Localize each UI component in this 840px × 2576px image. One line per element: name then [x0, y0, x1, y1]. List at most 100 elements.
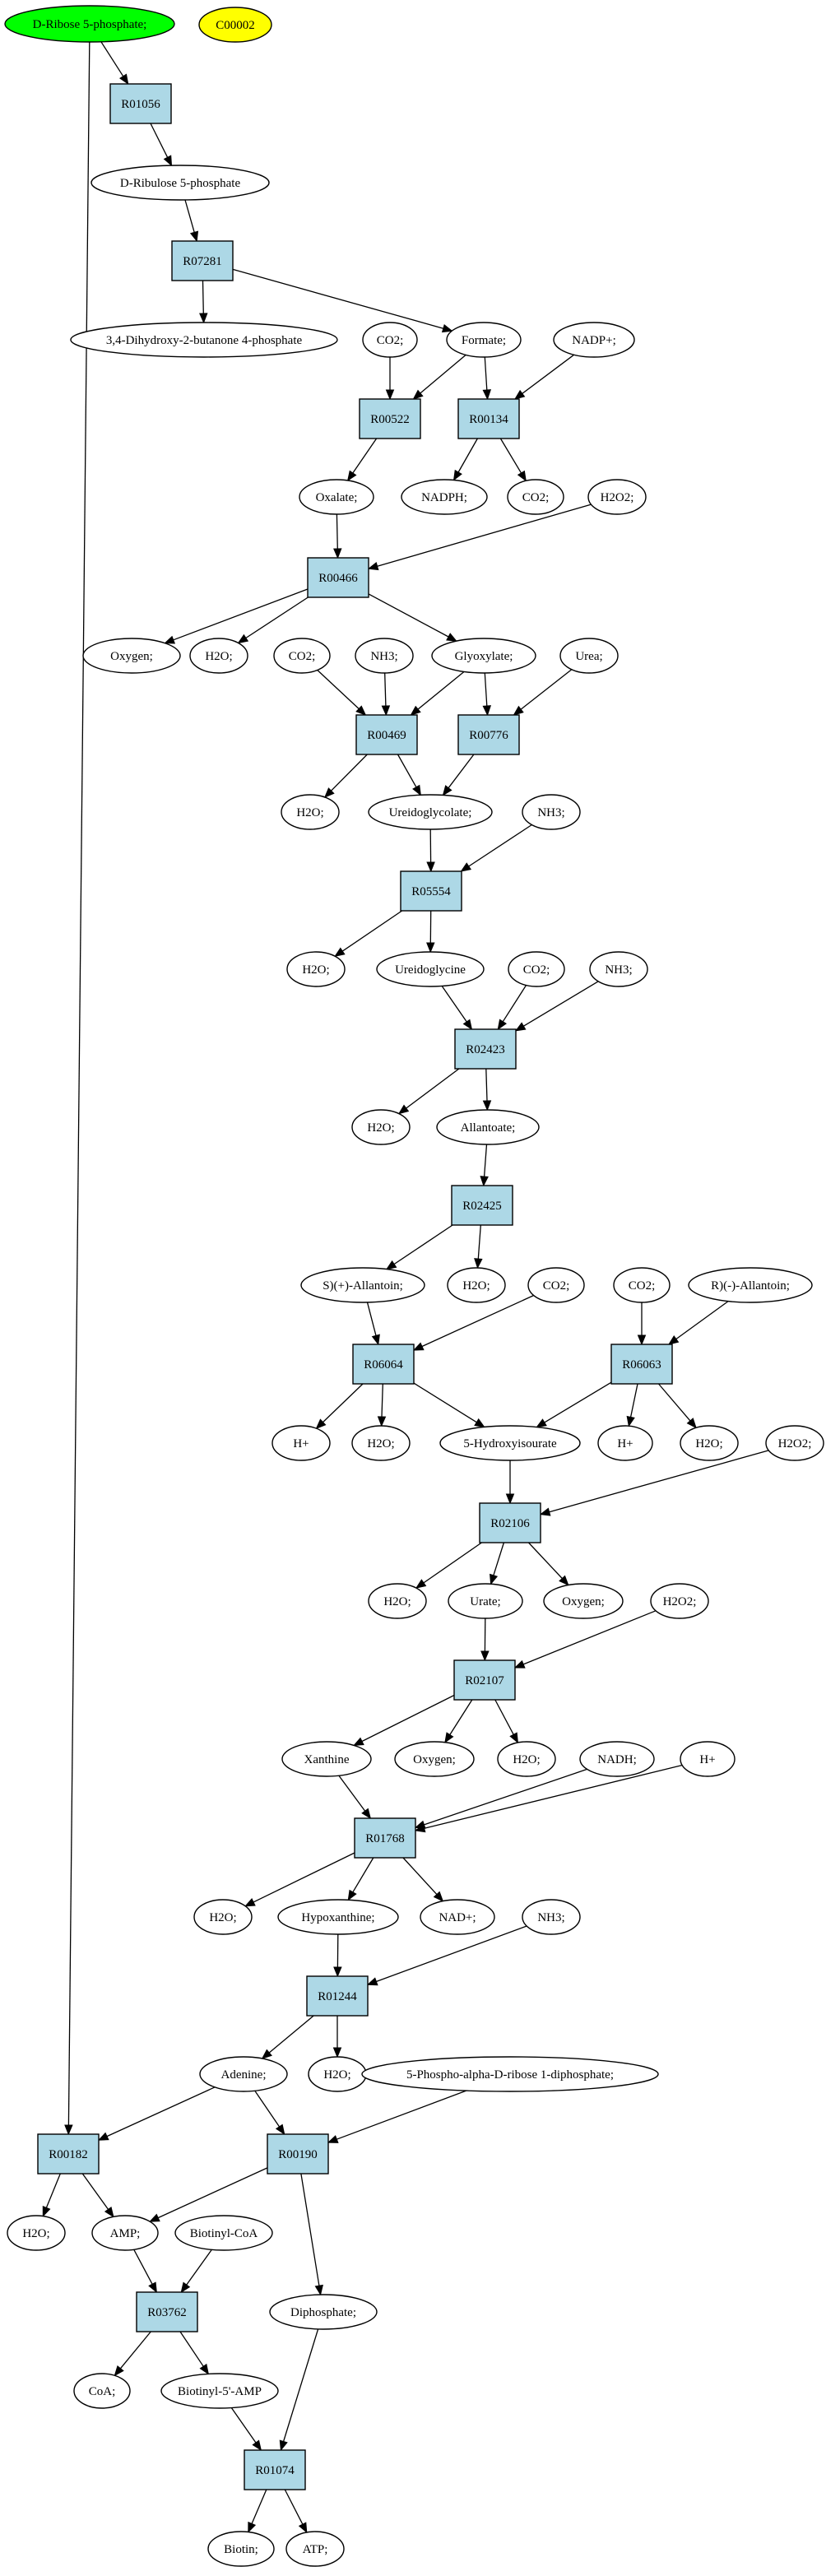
compound-node-n8[interactable]: Oxalate;	[299, 479, 374, 515]
reaction-node-r3[interactable]: R00522	[359, 398, 421, 439]
compound-node-n3[interactable]: D-Ribulose 5-phosphate	[90, 165, 270, 201]
reaction-node-r13[interactable]: R02106	[479, 1502, 541, 1543]
compound-node-s1[interactable]: D-Ribose 5-phosphate;	[4, 5, 175, 43]
compound-node-n26[interactable]: Allantoate;	[436, 1109, 540, 1145]
compound-node-n24[interactable]: NH3;	[589, 951, 648, 987]
edge-line	[413, 1382, 477, 1423]
compound-node-n14[interactable]: CO2;	[273, 638, 331, 674]
compound-node-n48[interactable]: Hypoxanthine;	[277, 1899, 399, 1935]
reaction-node-r6[interactable]: R00469	[355, 714, 418, 755]
compound-node-n59[interactable]: Biotinyl-5'-AMP	[160, 2373, 279, 2409]
node-label: NH3;	[537, 1911, 564, 1924]
arrowhead-icon	[148, 2281, 157, 2294]
compound-node-n19[interactable]: Ureidoglycolate;	[368, 794, 493, 830]
compound-node-n18[interactable]: H2O;	[281, 794, 340, 830]
edge-line	[352, 1857, 374, 1893]
reaction-node-r10[interactable]: R02425	[451, 1185, 513, 1226]
compound-node-n28[interactable]: H2O;	[447, 1267, 506, 1303]
compound-node-n7[interactable]: NADP+;	[553, 322, 635, 358]
compound-node-n38[interactable]: H2O;	[368, 1583, 427, 1619]
compound-node-n52[interactable]: H2O;	[308, 2056, 367, 2092]
compound-node-n23[interactable]: CO2;	[508, 951, 565, 987]
compound-node-n42[interactable]: Xanthine	[281, 1741, 372, 1777]
compound-node-n27[interactable]: S)(+)-Allantoin;	[300, 1267, 425, 1303]
reaction-node-r5[interactable]: R00466	[307, 557, 369, 598]
compound-ellipse	[579, 1741, 655, 1777]
compound-node-n54[interactable]: H2O;	[7, 2215, 66, 2251]
compound-node-n44[interactable]: H2O;	[497, 1741, 556, 1777]
compound-node-n41[interactable]: H2O2;	[650, 1583, 709, 1619]
compound-node-n32[interactable]: H+	[271, 1425, 331, 1461]
compound-node-n30[interactable]: CO2;	[613, 1267, 671, 1303]
compound-node-n4[interactable]: 3,4-Dihydroxy-2-butanone 4-phosphate	[70, 322, 338, 358]
compound-ellipse	[376, 951, 485, 987]
compound-node-c2[interactable]: C00002	[198, 7, 272, 43]
compound-node-n37[interactable]: H2O2;	[765, 1425, 824, 1461]
node-label: Oxalate;	[316, 491, 358, 504]
reaction-node-r9[interactable]: R02423	[454, 1028, 517, 1070]
compound-node-n39[interactable]: Urate;	[448, 1583, 523, 1619]
compound-node-n36[interactable]: H2O;	[680, 1425, 739, 1461]
reaction-node-r11[interactable]: R06064	[352, 1344, 415, 1385]
compound-node-n20[interactable]: NH3;	[522, 794, 581, 830]
compound-node-n12[interactable]: Oxygen;	[82, 638, 181, 674]
compound-node-n15[interactable]: NH3;	[355, 638, 414, 674]
edge-n30-to-r12	[637, 1302, 647, 1346]
compound-node-n56[interactable]: Biotinyl-CoA	[174, 2215, 273, 2251]
reaction-box	[457, 714, 520, 755]
compound-ellipse	[436, 1109, 540, 1145]
reaction-node-r7[interactable]: R00776	[457, 714, 520, 755]
compound-node-n5[interactable]: CO2;	[362, 322, 418, 358]
compound-ellipse	[587, 479, 647, 515]
reaction-node-r15[interactable]: R01768	[354, 1817, 416, 1859]
compound-node-n61[interactable]: ATP;	[285, 2531, 345, 2567]
compound-ellipse	[613, 1267, 671, 1303]
compound-node-n17[interactable]: Urea;	[559, 638, 619, 674]
reaction-box	[136, 2291, 198, 2332]
edge-line	[338, 1775, 366, 1812]
reaction-node-r14[interactable]: R02107	[453, 1659, 516, 1701]
compound-node-n33[interactable]: H2O;	[351, 1425, 411, 1461]
compound-node-n40[interactable]: Oxygen;	[543, 1583, 624, 1619]
reaction-node-r2[interactable]: R07281	[171, 240, 234, 281]
compound-node-n57[interactable]: Diphosphate;	[269, 2294, 378, 2330]
reaction-node-r19[interactable]: R03762	[136, 2291, 198, 2332]
compound-node-n53[interactable]: 5-Phospho-alpha-D-ribose 1-diphosphate;	[361, 2056, 659, 2092]
compound-node-n21[interactable]: H2O;	[286, 951, 346, 987]
reaction-node-r8[interactable]: R05554	[400, 870, 462, 912]
edge-n57-to-r20	[279, 2328, 319, 2452]
compound-node-n16[interactable]: Glyoxylate;	[431, 638, 536, 674]
compound-node-n47[interactable]: H2O;	[193, 1899, 253, 1935]
reaction-box	[457, 398, 520, 439]
compound-node-n11[interactable]: H2O2;	[587, 479, 647, 515]
compound-node-n55[interactable]: AMP;	[91, 2215, 159, 2251]
compound-node-n9[interactable]: NADPH;	[401, 479, 488, 515]
compound-node-n49[interactable]: NAD+;	[420, 1899, 495, 1935]
reaction-node-r18[interactable]: R00190	[267, 2133, 329, 2175]
node-label: H2O;	[296, 806, 323, 819]
reaction-node-r20[interactable]: R01074	[244, 2449, 306, 2490]
compound-node-n45[interactable]: NADH;	[579, 1741, 655, 1777]
compound-node-n22[interactable]: Ureidoglycine	[376, 951, 485, 987]
compound-node-n58[interactable]: CoA;	[73, 2373, 131, 2409]
compound-node-n6[interactable]: Formate;	[446, 322, 522, 358]
reaction-node-r16[interactable]: R01244	[306, 1975, 369, 2017]
compound-node-n43[interactable]: Oxygen;	[394, 1741, 475, 1777]
compound-node-n25[interactable]: H2O;	[351, 1109, 411, 1145]
reaction-node-r17[interactable]: R00182	[37, 2133, 100, 2175]
compound-node-n31[interactable]: R)(-)-Allantoin;	[688, 1267, 813, 1303]
reaction-node-r1[interactable]: R01056	[109, 83, 172, 124]
reaction-node-r4[interactable]: R00134	[457, 398, 520, 439]
compound-node-n35[interactable]: H+	[597, 1425, 653, 1461]
arrowhead-icon	[244, 1898, 256, 1907]
reaction-node-r12[interactable]: R06063	[610, 1344, 673, 1385]
arrowhead-icon	[366, 1977, 378, 1986]
compound-node-n29[interactable]: CO2;	[527, 1267, 585, 1303]
compound-node-n50[interactable]: NH3;	[522, 1899, 581, 1935]
compound-node-n34[interactable]: 5-Hydroxyisourate	[439, 1425, 581, 1461]
compound-node-n13[interactable]: H2O;	[189, 638, 248, 674]
compound-node-n60[interactable]: Biotin;	[207, 2531, 275, 2567]
compound-node-n51[interactable]: Adenine;	[199, 2056, 288, 2092]
compound-node-n10[interactable]: CO2;	[507, 479, 564, 515]
compound-node-n46[interactable]: H+	[680, 1741, 736, 1777]
